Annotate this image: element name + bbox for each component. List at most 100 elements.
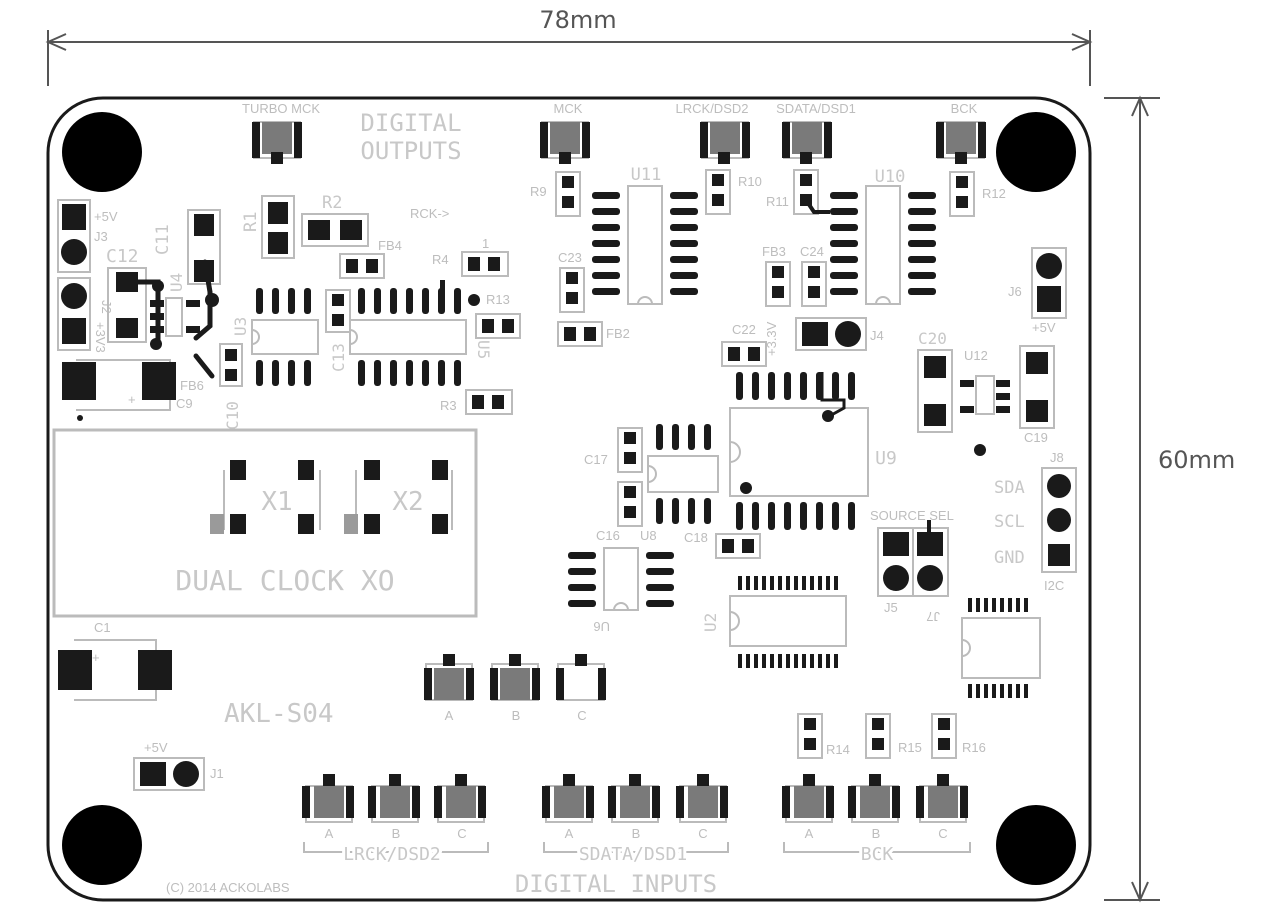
sdata-pin-b: B <box>632 826 641 841</box>
c9-label: C9 <box>176 396 193 411</box>
ic-u10: U10 <box>830 167 936 305</box>
ferrite-fb3: FB3 <box>762 244 791 307</box>
board-outline <box>46 96 1092 902</box>
input-sdata-b: B <box>608 774 660 841</box>
j8-label: J8 <box>1050 450 1064 465</box>
width-dimension <box>45 30 1093 86</box>
dual-clock-xo: X1 X2 DUAL CLOCK XO <box>52 428 478 618</box>
ic-u5: U5 <box>349 280 493 386</box>
output-label-lrck: LRCK/DSD2 <box>676 101 749 116</box>
r11-label: R11 <box>766 194 789 209</box>
r14-label: R14 <box>826 742 850 757</box>
input-bck-a: A <box>782 774 834 841</box>
ic-u3: U3 <box>231 288 319 386</box>
c17-label: C17 <box>584 452 608 467</box>
via <box>152 280 164 292</box>
lrck-pin-b: B <box>392 826 401 841</box>
c20-label: C20 <box>918 329 947 348</box>
u9-label: U9 <box>875 448 897 469</box>
cap-c9: + C9 <box>62 359 193 421</box>
fb4-label: FB4 <box>378 238 402 253</box>
connector-j1: +5V J1 <box>133 740 224 791</box>
c22-label: C22 <box>732 322 756 337</box>
j3-voltage-label: +5V <box>94 209 118 224</box>
r9-label: R9 <box>530 184 547 199</box>
source-select: SOURCE SEL J5 J7 <box>870 508 954 624</box>
bck-group-label: BCK <box>861 844 894 865</box>
mid-switch-c-label: C <box>577 708 586 723</box>
c18-label: C18 <box>684 530 708 545</box>
xo-label: DUAL CLOCK XO <box>175 564 394 597</box>
mid-switch-a: A <box>424 654 474 723</box>
u11-label: U11 <box>631 165 662 185</box>
resistor-r16: R16 <box>931 713 986 759</box>
bck-pin-b: B <box>872 826 881 841</box>
j1-voltage-label: +5V <box>144 740 168 755</box>
cap-c11: C11 <box>153 209 221 285</box>
ic-unlabeled <box>961 598 1041 698</box>
r2-label: R2 <box>322 193 342 213</box>
j5-label: J5 <box>884 600 898 615</box>
resistor-r4: R4 1 <box>432 236 509 277</box>
cap-c20: C20 <box>917 329 953 433</box>
resistor-r2: R2 <box>301 193 369 247</box>
u4-label: U4 <box>167 273 186 292</box>
bck-pin-a: A <box>805 826 814 841</box>
r13-label: R13 <box>486 292 510 307</box>
j3-label: J3 <box>94 229 108 244</box>
output-connector-lrck: LRCK/DSD2 <box>676 101 750 164</box>
lrck-group-label: LRCK/DSD2 <box>343 844 441 865</box>
fb6-label: FB6 <box>180 378 204 393</box>
fb2-label: FB2 <box>606 326 630 341</box>
pin1-marker: 1 <box>482 236 489 251</box>
c11-label: C11 <box>153 224 173 255</box>
j2-voltage-label: +3V3 <box>93 322 108 353</box>
c10-label: C10 <box>223 401 242 430</box>
ferrite-fb2: FB2 <box>557 321 630 347</box>
mid-switch-a-label: A <box>445 708 454 723</box>
c9-plus: + <box>128 392 136 407</box>
resistor-r12: R12 <box>949 171 1006 217</box>
input-lrck-b: B <box>368 774 420 841</box>
resistor-r13: R13 <box>475 292 521 339</box>
c13-label: C13 <box>329 343 348 372</box>
cap-c13: C13 <box>325 289 351 372</box>
output-label-mck: MCK <box>554 101 583 116</box>
mid-switch-c: C <box>556 654 606 723</box>
x2-label: X2 <box>392 487 423 517</box>
resistor-r1: R1 <box>241 195 295 259</box>
cap-c24: C24 <box>800 244 827 307</box>
connector-j6: J6 +5V <box>1008 247 1067 335</box>
u3-label: U3 <box>231 317 250 336</box>
x1-label: X1 <box>261 487 292 517</box>
ic-u12: U12 <box>960 348 1010 456</box>
j4-label: J4 <box>870 328 884 343</box>
input-lrck-c: C <box>434 774 486 841</box>
ic-u6: U6 <box>568 547 674 634</box>
j1-label: J1 <box>210 766 224 781</box>
j8-pin-sda: SDA <box>994 478 1025 498</box>
r12-label: R12 <box>982 186 1006 201</box>
c12-label: C12 <box>106 246 139 267</box>
cap-c22: C22 <box>721 322 767 367</box>
outputs-title-2: OUTPUTS <box>360 137 461 165</box>
output-connector-mck: MCK <box>540 101 590 164</box>
cap-c10: C10 <box>219 343 243 430</box>
input-group-sdata: A B C SDATA/DSD1 <box>542 774 729 868</box>
resistor-r9: R9 <box>530 171 581 217</box>
source-sel-label: SOURCE SEL <box>870 508 954 523</box>
output-connector-sdata: SDATA/DSD1 <box>776 101 856 164</box>
j8-pin-scl: SCL <box>994 512 1025 532</box>
input-group-lrck: A B C LRCK/DSD2 <box>302 774 489 868</box>
lrck-pin-a: A <box>325 826 334 841</box>
u12-label: U12 <box>964 348 988 363</box>
j6-voltage-label: +5V <box>1032 320 1056 335</box>
bck-pin-c: C <box>938 826 947 841</box>
c23-label: C23 <box>558 250 582 265</box>
r10-label: R10 <box>738 174 762 189</box>
ferrite-fb4: FB4 <box>339 238 402 279</box>
input-bck-b: B <box>848 774 900 841</box>
output-label-sdata: SDATA/DSD1 <box>776 101 856 116</box>
cap-c17: C17 <box>584 427 643 473</box>
lrck-pin-c: C <box>457 826 466 841</box>
